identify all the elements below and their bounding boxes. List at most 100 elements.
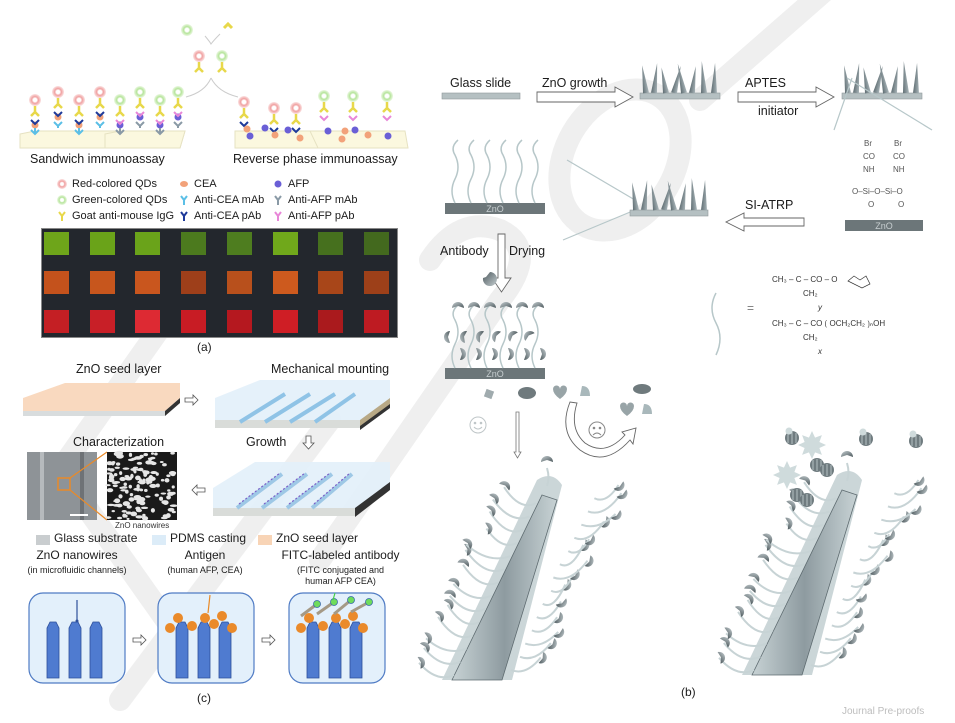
- legend-label: AFP: [288, 178, 310, 190]
- array-spot: [89, 271, 115, 294]
- antibody-icon: [884, 529, 896, 541]
- reverse-phase-immunoassay-title: Reverse phase immunoassay: [233, 152, 398, 166]
- array-spot: [272, 232, 298, 255]
- antibody-icon: [841, 451, 853, 457]
- zno-nanowire: [197, 621, 211, 679]
- zno-nanowire: [891, 66, 898, 94]
- red-qd-icon: [94, 86, 106, 98]
- step-title: ZnO nanowires: [36, 548, 118, 562]
- polymer-brush: [499, 139, 507, 204]
- antibody-icon: [462, 538, 473, 550]
- antibody-icon: [613, 481, 625, 491]
- array-spot: [226, 271, 252, 294]
- anti-cea-mab-icon: [180, 195, 188, 205]
- antibody-icon: [717, 651, 726, 664]
- chem-co: CO: [863, 152, 875, 161]
- antibody-icon: [853, 607, 864, 619]
- antibody-icon: [555, 598, 567, 608]
- zno-nanowire: [873, 65, 883, 94]
- antigen-icon: [773, 461, 801, 489]
- antibody-icon: [434, 610, 445, 623]
- right-arrow-icon: [184, 394, 199, 406]
- array-spot: [89, 310, 115, 333]
- goat-igg-icon: [222, 21, 234, 30]
- red-qd-icon: [268, 102, 280, 114]
- antibody-icon: [508, 331, 518, 342]
- antibody-icon: [734, 605, 745, 618]
- antibody-icon: [785, 517, 793, 530]
- zno-nanowire: [677, 63, 687, 94]
- zno-nanowire: [632, 182, 639, 211]
- antigen-icon: [296, 623, 306, 633]
- zno-nanowire: [711, 63, 717, 94]
- zno-nanowire: [175, 621, 189, 679]
- sad-face-icon: [588, 421, 606, 439]
- array-spot: [135, 310, 161, 333]
- zno-nanowire: [879, 63, 889, 94]
- antibody-icon: [838, 646, 847, 659]
- antibody-icon: [485, 522, 493, 535]
- zno-nanowire: [661, 182, 671, 211]
- cea-icon: [180, 181, 188, 187]
- array-spot: [89, 232, 115, 255]
- equals-sign: =: [747, 301, 755, 315]
- antibody-icon: [532, 302, 544, 308]
- array-spot: [318, 310, 344, 333]
- zno-nanowire: [642, 65, 649, 94]
- polymer-brush: [515, 139, 523, 204]
- zno-nanowire: [913, 63, 919, 94]
- antibody-icon: [460, 331, 468, 343]
- chem-br: Br: [864, 139, 872, 148]
- array-spot: [44, 310, 69, 333]
- step-subtitle: (in microfluidic channels): [27, 565, 127, 575]
- antibody-icon: [584, 555, 594, 567]
- antibody-icon: [610, 510, 622, 520]
- chem-ch2: CH₂: [803, 289, 818, 298]
- panel-c-caption: (c): [197, 691, 211, 705]
- left-arrow-icon: [191, 484, 206, 496]
- legend-label: Anti-CEA pAb: [194, 210, 262, 222]
- antibody-icon: [500, 302, 512, 308]
- antibody-icon: [476, 348, 482, 360]
- antibody-icon: [799, 476, 811, 486]
- anti-afp-mab-icon: [274, 195, 282, 205]
- right-arrow-icon: [737, 86, 835, 108]
- characterization-title: Characterization: [73, 435, 165, 449]
- antibody-icon: [444, 589, 456, 598]
- antibody-icon: [743, 593, 754, 605]
- antibody-icon: [541, 456, 553, 462]
- array-spot: [135, 271, 161, 294]
- zno-growth-label: ZnO growth: [542, 76, 608, 90]
- zno-substrate: [445, 203, 545, 214]
- zno-substrate: [845, 220, 923, 231]
- green-qd-icon: [216, 50, 228, 62]
- aptes-label: APTES: [745, 76, 786, 90]
- afp-icon: [274, 180, 282, 188]
- antibody-icon: [482, 272, 497, 286]
- surface-functionalization-diagram: ZnO ZnO ZnO: [417, 61, 933, 681]
- chem-siloxane: O–Si–O–Si–O: [852, 187, 903, 196]
- panel-b-caption: (b): [681, 685, 696, 699]
- drying-label: Drying: [509, 244, 546, 258]
- sandwich-immunoassay-title: Sandwich immunoassay: [30, 152, 165, 166]
- zno-nanowire: [89, 621, 103, 679]
- polymer-brush: [451, 139, 459, 204]
- sem-image-overview: [27, 452, 97, 520]
- glass-substrate-swatch: [36, 535, 50, 545]
- antibody-icon: [901, 511, 910, 523]
- antigen-icon: [173, 613, 183, 623]
- red-qd-icon: [193, 50, 205, 62]
- zno-nanowire: [671, 65, 681, 94]
- zno-nanowire: [689, 66, 696, 94]
- green-qd-icon: [381, 90, 393, 102]
- down-arrow-icon: [302, 435, 315, 450]
- antibody-icon: [540, 348, 546, 360]
- antibody-icon: [553, 612, 564, 624]
- antibody-icon: [855, 593, 867, 603]
- antibody-icon: [443, 598, 454, 610]
- right-arrow-icon: [261, 634, 276, 646]
- array-spot: [44, 271, 69, 294]
- antigen-icon: [227, 623, 237, 633]
- green-qd-icon: [172, 86, 184, 98]
- initiator-label: initiator: [758, 104, 799, 118]
